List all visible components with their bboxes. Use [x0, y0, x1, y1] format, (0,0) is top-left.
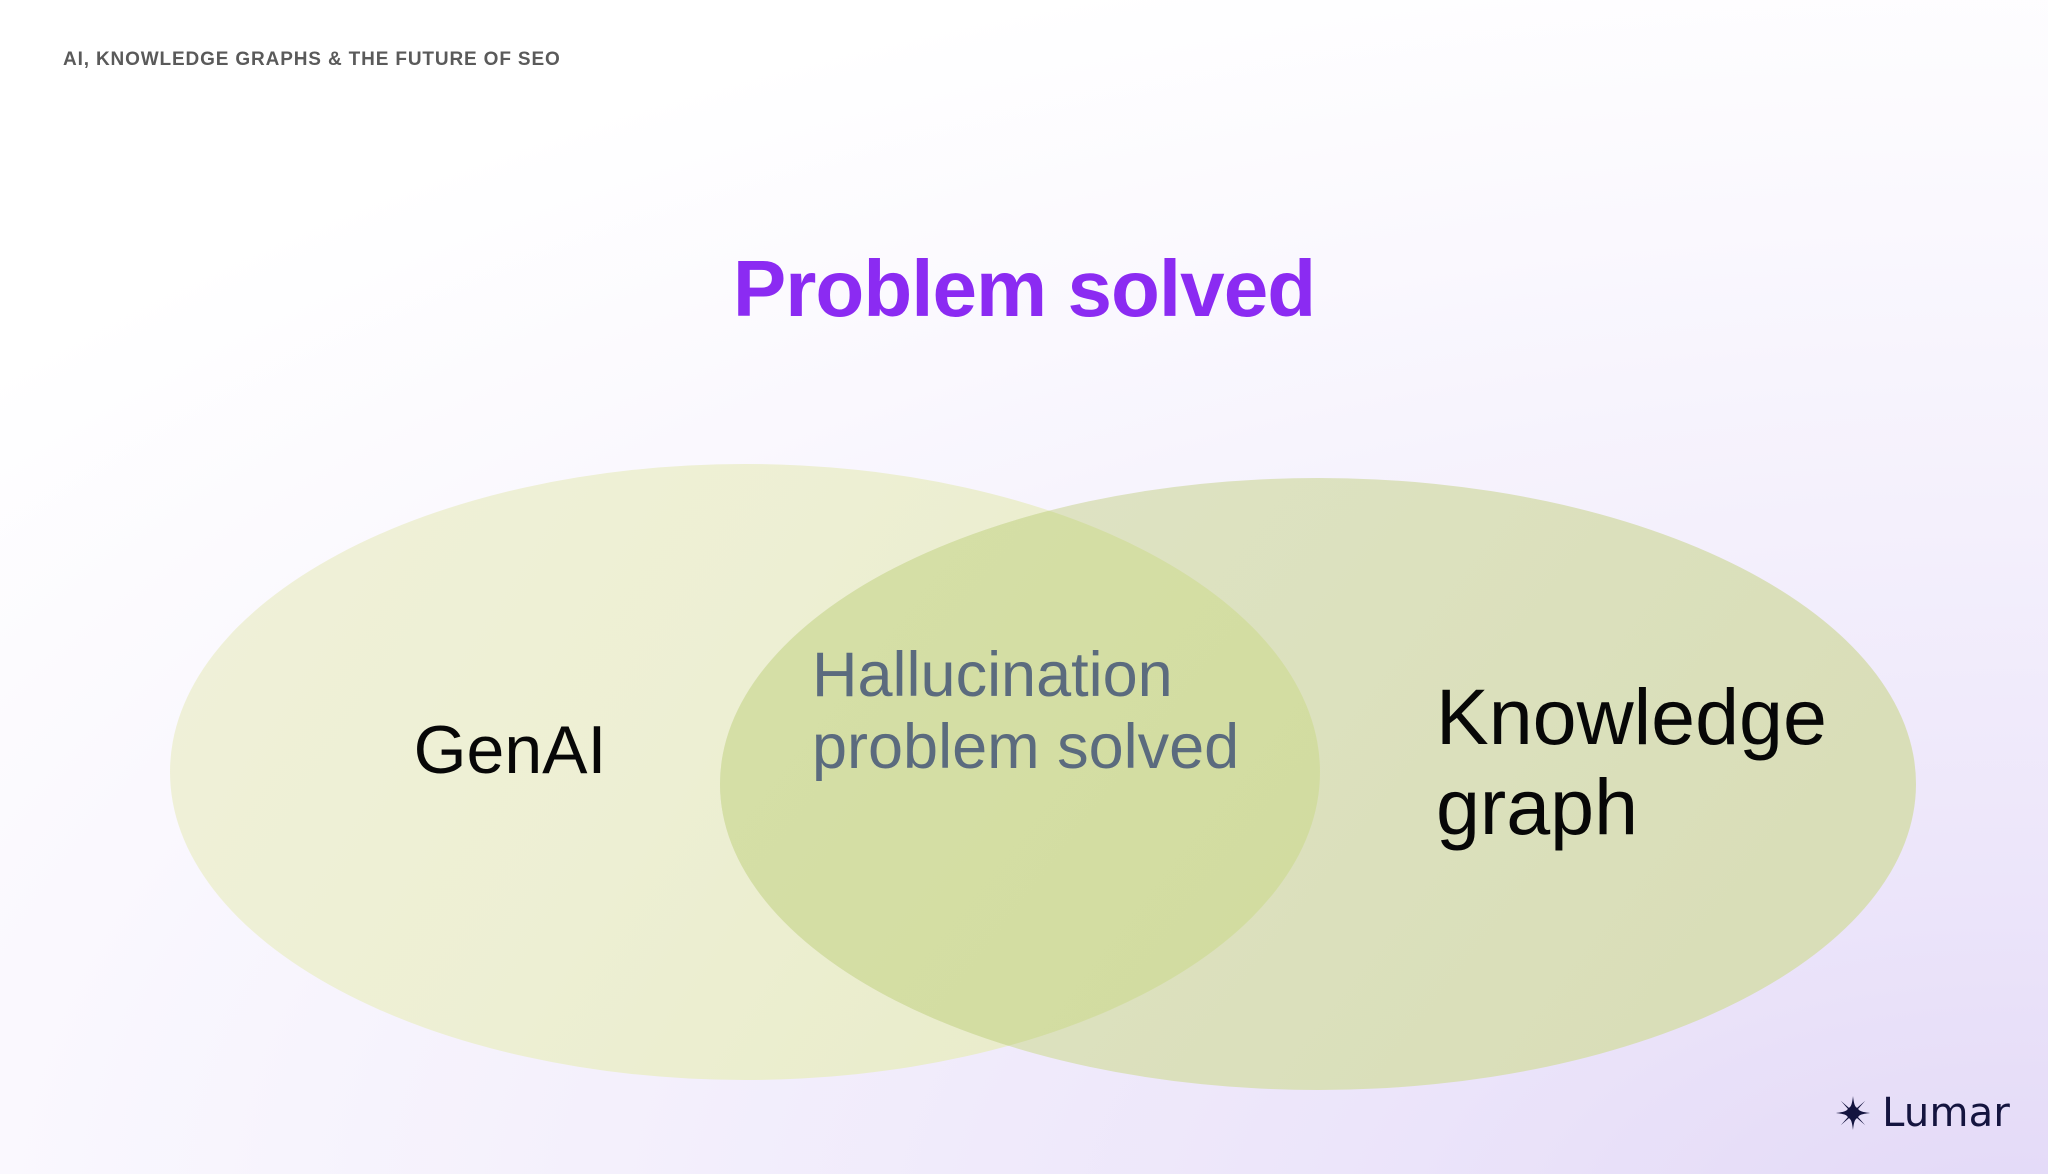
lumar-star-icon — [1836, 1096, 1871, 1130]
slide-headline: Problem solved — [732, 244, 1316, 333]
venn-label-overlap: Hallucination problem solved — [812, 640, 1240, 782]
venn-overlap-region — [720, 478, 1320, 1080]
venn-label-right: Knowledge graph — [1436, 672, 1827, 852]
lumar-wordmark: Lumar — [1882, 1090, 2010, 1136]
slide-eyebrow: AI, KNOWLEDGE GRAPHS & THE FUTURE OF SEO — [63, 49, 561, 70]
venn-label-left: GenAI — [413, 712, 607, 788]
lumar-logo: Lumar — [1836, 1090, 2010, 1136]
